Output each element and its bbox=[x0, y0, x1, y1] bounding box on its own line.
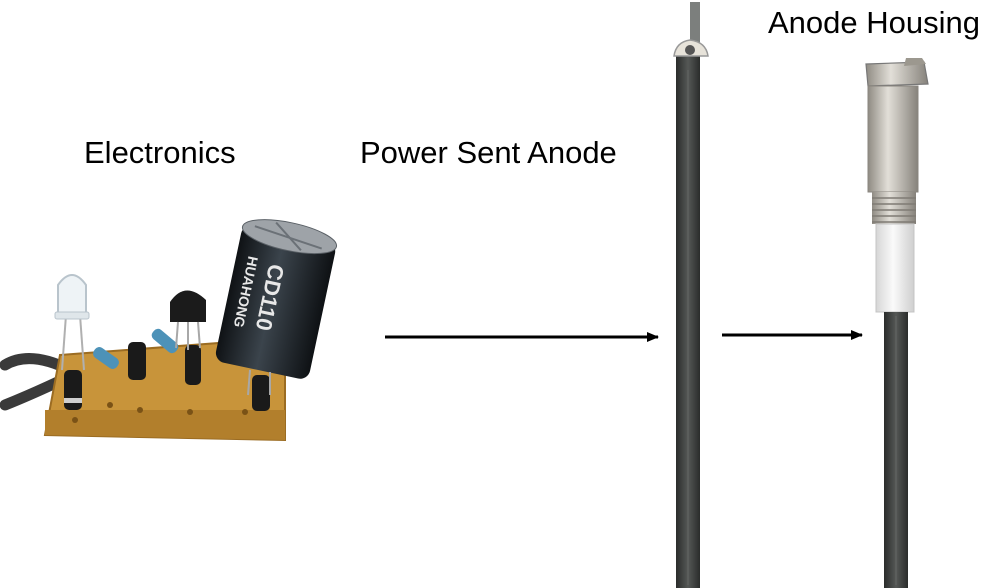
electrolytic-capacitor: CD110 HUAHONG bbox=[214, 213, 339, 381]
threaded-section bbox=[872, 192, 916, 224]
anode-housing bbox=[866, 58, 928, 588]
transistor bbox=[170, 290, 206, 322]
diode-right bbox=[252, 375, 270, 411]
diode-left bbox=[64, 370, 82, 410]
power-sent-anode-rod bbox=[674, 2, 708, 588]
diode-middle bbox=[128, 342, 146, 380]
electronics-circuit-board: CD110 HUAHONG bbox=[5, 213, 339, 440]
insulator-sleeve bbox=[876, 224, 914, 312]
hex-nut bbox=[866, 62, 928, 86]
